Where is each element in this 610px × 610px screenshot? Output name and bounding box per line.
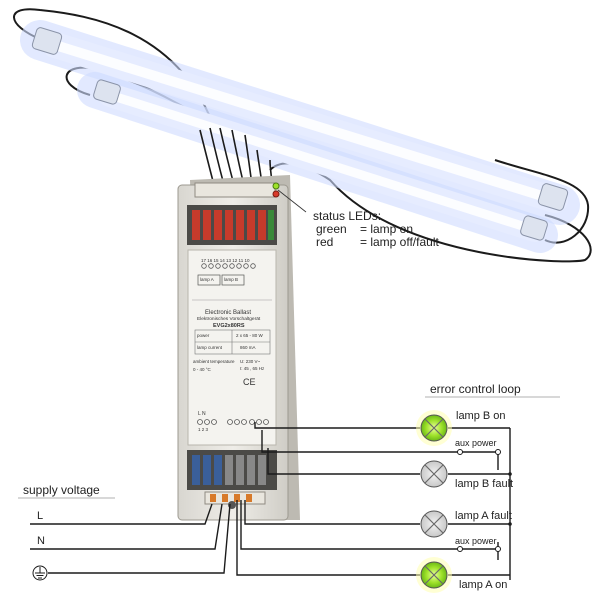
loop-wire-aux-top (261, 430, 458, 453)
ballast-ambient-value: 0 - 40 °C (193, 367, 211, 372)
error-control-loop (236, 396, 560, 593)
uv-lamp-tubes (13, 8, 592, 263)
ballast-current-value: 860 mA (240, 345, 256, 350)
ballast-subtitle: Elektronisches Vorschaltgerät (197, 317, 261, 322)
lamp-end-cap (31, 27, 63, 55)
ce-mark: CE (243, 377, 256, 387)
lamp-wire-loop (494, 159, 590, 244)
error-control-loop-title: error control loop (430, 382, 521, 396)
ballast-power-value: 2 x 65 - 80 W (236, 333, 263, 338)
loop-wire-lamp-b-fault (267, 448, 420, 475)
lamp-b-on-label: lamp B on (456, 410, 506, 422)
ballast-vents-bottom (187, 450, 277, 490)
electronic-ballast (177, 175, 300, 521)
supply-wire-N (30, 503, 223, 550)
mains-terminals-numbers: 1 2 3 (198, 427, 209, 432)
status-green-meaning: = lamp on (360, 222, 414, 236)
status-red-label: red (316, 235, 334, 249)
indicator-lamp-a-fault (420, 510, 448, 538)
aux-power-terminal-bottom (495, 546, 501, 552)
loop-wire-lamp-a-fault (244, 500, 420, 525)
status-led-red (272, 190, 280, 198)
supply-wire-L (30, 503, 213, 525)
status-led-green (272, 182, 280, 190)
supply-line-N-label: N (37, 535, 45, 547)
ballast-vents-top (187, 205, 277, 245)
status-led-pointer (277, 189, 307, 213)
earth-ground-icon (32, 565, 48, 581)
supply-voltage-title: supply voltage (23, 483, 100, 497)
status-leds-title: status LEDs: (313, 209, 382, 223)
ballast-model: EVG2x80RS (213, 323, 245, 329)
aux-power-terminal-top (495, 449, 501, 455)
mains-terminals-label: L N (198, 411, 206, 417)
supply-voltage-wiring (18, 497, 231, 581)
lamp-terminal-circles (201, 263, 256, 269)
terminal-strip-top (194, 182, 276, 198)
indicator-lamp-b-on (416, 410, 452, 446)
ballast-current-label: lamp current (197, 345, 223, 350)
status-red-meaning: = lamp off/fault (360, 235, 439, 249)
ballast-frequency: I: 45 , 65 Hz (240, 366, 265, 371)
loop-wire-lamp-a-on (236, 500, 420, 576)
ballast-lamp-b-tag: lamp B (224, 277, 239, 282)
supply-line-L-label: L (37, 510, 44, 522)
lamp-end-cap (537, 183, 569, 211)
ballast-terminal-numbers: 17 16 15 14 13 12 11 10 (201, 258, 250, 263)
aux-power-bottom-label: aux power (455, 536, 497, 546)
lamp-b-fault-label: lamp B fault (455, 478, 514, 490)
lamp-end-cap (93, 79, 121, 105)
lamp-a-on-label: lamp A on (459, 579, 508, 591)
ballast-ambient-label: ambient temperature (193, 359, 235, 364)
indicator-lamp-b-fault (420, 460, 448, 488)
indicator-lamp-a-on (416, 557, 452, 593)
aux-power-top-label: aux power (455, 438, 497, 448)
status-green-label: green (316, 222, 347, 236)
ballast-title: Electronic Ballast (205, 310, 252, 316)
mains-terminal-circles (197, 419, 269, 425)
loop-wire-lamp-b-on (254, 422, 420, 429)
ballast-power-label: power (197, 333, 210, 338)
loop-wire-aux-bottom (240, 500, 458, 550)
lamp-end-cap (520, 215, 548, 241)
aux-power-terminal-bottom (457, 546, 463, 552)
ballast-voltage: U: 230 V~ (240, 359, 261, 364)
aux-power-terminal-top (457, 449, 463, 455)
lamp-a-fault-label: lamp A fault (455, 510, 512, 522)
ballast-lamp-a-tag: lamp A (200, 277, 214, 282)
supply-wire-PE (48, 503, 231, 574)
